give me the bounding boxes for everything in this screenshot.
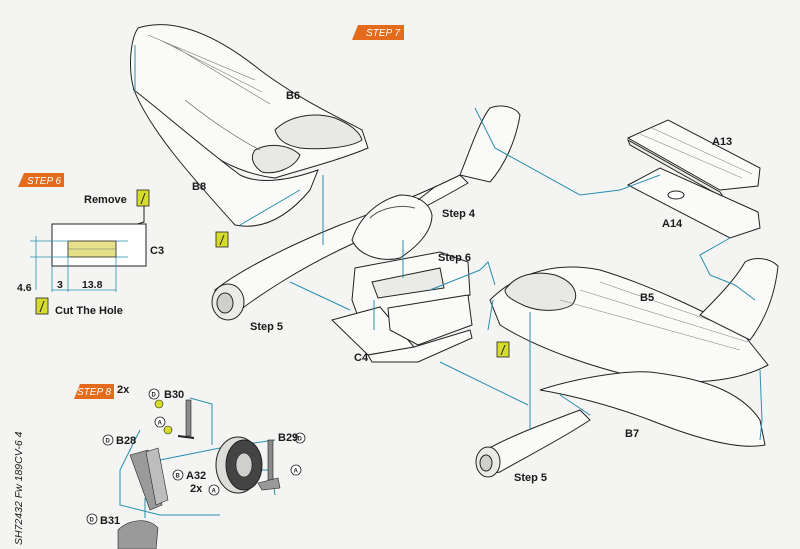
step7-tag: STEP 7: [352, 25, 404, 40]
svg-text:A: A: [212, 489, 217, 495]
step5-ref-upper: Step 5: [250, 321, 283, 333]
tail-boom-lower: [475, 409, 591, 478]
step5-ref-lower: Step 5: [514, 472, 547, 484]
part-b6-label: B6: [286, 90, 300, 102]
dimension-13-8: 13.8: [82, 279, 103, 291]
cut-hole-label: Cut The Hole: [55, 305, 123, 317]
paint-code-badge: A: [208, 484, 220, 496]
glue-marker-icon: [496, 341, 510, 358]
cut-hole-marker-icon: [35, 297, 49, 315]
step6-ref: Step 6: [438, 252, 471, 264]
a32-quantity: 2x: [190, 483, 203, 495]
part-a14-label: A14: [662, 218, 683, 230]
part-b5-label: B5: [640, 292, 654, 304]
cockpit-floor: [331, 251, 473, 363]
sheet-caption: SH72432 Fw 189CV-6 4: [13, 431, 25, 545]
paint-code-badge: D: [294, 432, 306, 444]
paint-code-badge: D: [102, 434, 114, 446]
step8-tag: STEP 8: [74, 384, 114, 399]
step6-tag: STEP 6: [18, 173, 64, 187]
remove-marker-icon: [136, 189, 150, 207]
part-c4-label: C4: [354, 352, 369, 364]
svg-text:D: D: [152, 393, 157, 399]
part-c3-label: C3: [150, 245, 164, 257]
glue-marker-icon: [215, 231, 229, 248]
step4-ref: Step 4: [442, 208, 476, 220]
step8-quantity: 2x: [117, 384, 130, 396]
paint-code-badge: A: [290, 464, 302, 476]
svg-text:D: D: [298, 437, 303, 443]
part-b28-label: B28: [116, 435, 136, 447]
step6-detail: Remove C3 4.6 3 13.8 Cut The Hole: [17, 189, 164, 317]
part-b8-label: B8: [192, 181, 206, 193]
paint-code-badge: A: [154, 416, 173, 435]
dimension-3: 3: [57, 279, 63, 291]
part-b7-label: B7: [625, 428, 639, 440]
paint-code-badge: D: [148, 388, 164, 409]
lower-wing-assembly: [489, 258, 779, 447]
upper-wing-assembly: [130, 24, 369, 227]
svg-text:D: D: [106, 439, 111, 445]
svg-text:A: A: [158, 421, 163, 427]
svg-text:STEP 7: STEP 7: [366, 28, 401, 39]
remove-label: Remove: [84, 194, 127, 206]
svg-text:A: A: [294, 469, 299, 475]
step8-landing-gear: D A D B A A D D: [86, 388, 306, 549]
paint-code-badge: D: [86, 513, 98, 525]
svg-text:D: D: [90, 518, 95, 524]
svg-text:STEP 8: STEP 8: [77, 387, 112, 398]
paint-code-badge: B: [172, 469, 184, 481]
svg-text:STEP 6: STEP 6: [27, 176, 62, 187]
part-b29-label: B29: [278, 432, 298, 444]
tailplane-assembly: [626, 119, 761, 239]
cockpit-section: [351, 185, 437, 260]
part-a32-label: A32: [186, 470, 206, 482]
part-b31-label: B31: [100, 515, 120, 527]
assembly-guide-lines: [134, 45, 763, 441]
dimension-4-6: 4.6: [17, 282, 32, 294]
part-a13-label: A13: [712, 136, 732, 148]
svg-text:B: B: [176, 474, 181, 480]
part-b30-label: B30: [164, 389, 184, 401]
